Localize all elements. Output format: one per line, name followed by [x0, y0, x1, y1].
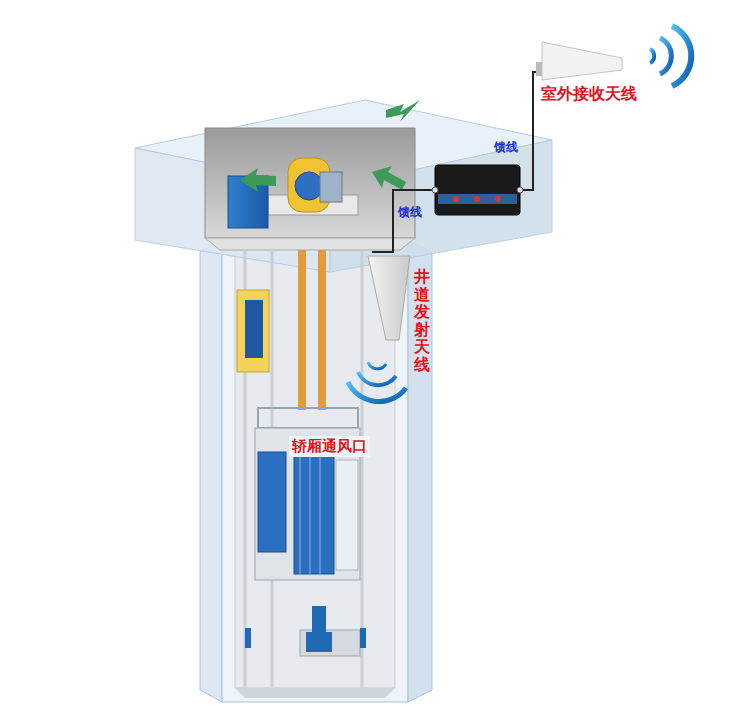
shaft-equipment [361, 250, 364, 688]
feeder-cable [372, 190, 434, 252]
shaft-antenna [368, 256, 410, 340]
pit-buffer [360, 628, 366, 648]
feeder-label: 馈线 [494, 139, 518, 156]
airflow-arrow [386, 100, 420, 122]
repeater-unit [474, 196, 480, 202]
machine-room [205, 128, 415, 250]
repeater-unit [495, 196, 501, 202]
elevator-car [336, 460, 358, 570]
signal-waves [358, 372, 396, 385]
repeater-unit [517, 187, 523, 193]
elevator-car [258, 408, 358, 428]
machine-room [205, 128, 415, 238]
elevator-car [294, 452, 334, 574]
airflow-arrow [240, 168, 276, 192]
elevator-car [300, 452, 301, 574]
repeater-unit [432, 187, 438, 193]
elevator-car [255, 408, 360, 580]
pit-buffer [300, 630, 360, 656]
shaft-antenna [368, 256, 410, 340]
pit-buffer [312, 606, 326, 634]
shaft-equipment [245, 300, 263, 358]
shaft-walls [235, 250, 395, 688]
signal-waves [650, 26, 691, 86]
feeder-cable [372, 72, 540, 252]
outdoor-antenna [542, 42, 622, 80]
elevator-car [320, 452, 321, 574]
pit-buffer [245, 628, 251, 648]
shaft-equipment [237, 250, 362, 688]
airflow-arrow [240, 100, 420, 192]
antenna-label: 室外接收天线 [541, 84, 637, 105]
repeater-unit [453, 196, 459, 202]
signal-waves [660, 38, 671, 74]
signal-waves [368, 362, 386, 369]
antenna-label: 井道发射天线 [414, 268, 430, 374]
pit-buffer [306, 632, 332, 652]
machine-room [205, 238, 415, 250]
signal-waves [348, 382, 406, 402]
repeater-unit [438, 194, 517, 204]
pit-buffer [245, 606, 366, 656]
shaft-walls [235, 688, 395, 698]
shaft-walls [200, 240, 222, 702]
outdoor-antenna [536, 42, 622, 80]
machine-room-slab [135, 100, 552, 272]
repeater-unit [432, 165, 523, 215]
shaft-equipment [298, 250, 306, 410]
shaft-equipment [237, 290, 269, 372]
feeder-label: 馈线 [398, 204, 422, 221]
shaft-walls [200, 240, 432, 702]
signal-waves [348, 362, 406, 402]
airflow-arrow [372, 166, 406, 190]
elevator-car [258, 452, 286, 552]
shaft-equipment [318, 250, 326, 410]
elevator-car [310, 452, 311, 574]
outdoor-antenna [536, 62, 542, 76]
machine-room [295, 172, 323, 200]
feeder-cable [521, 72, 540, 190]
signal-waves [650, 49, 654, 63]
repeater-unit [435, 165, 520, 215]
shaft-walls [408, 240, 432, 702]
machine-room [320, 172, 342, 202]
vent-label: 轿厢通风口 [289, 436, 370, 457]
signal-waves [672, 26, 691, 86]
